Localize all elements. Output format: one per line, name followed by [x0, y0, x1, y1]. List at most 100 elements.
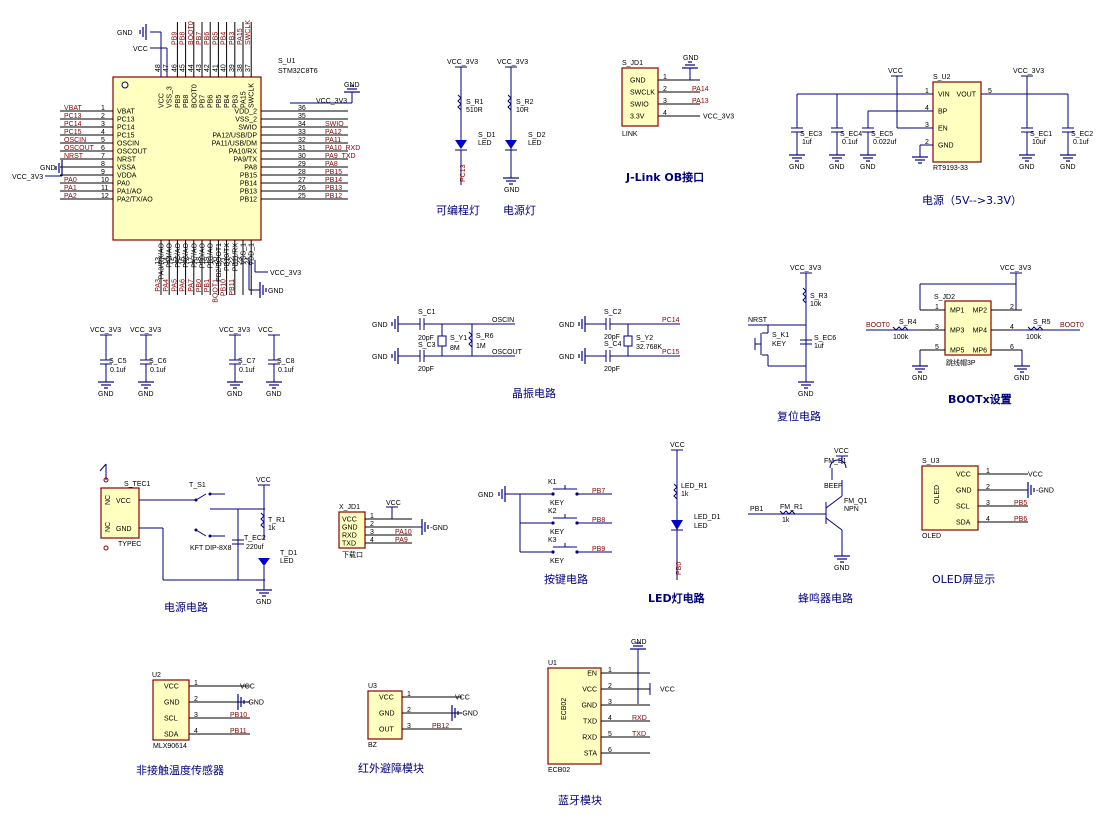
mcu-top-gnd-label: GND	[117, 30, 133, 37]
ir-pin-num: 3	[407, 723, 411, 730]
serial-pin-name: VCC	[342, 517, 357, 524]
pwr-conn-vcc: VCC	[116, 498, 131, 505]
bz-q-val: NPN	[844, 506, 859, 513]
buzzer-circuit: VCC FM_B1 BEEP FM_Q1 NPN GND PB1 FM_R1 1…	[748, 448, 867, 572]
serial-pin-num: 2	[370, 521, 374, 528]
title-jlink: J-Link OB接口	[625, 170, 704, 184]
ldo-cap-val: 0.1uf	[842, 139, 858, 146]
ldo-pin-name: VIN	[938, 92, 950, 99]
jlink-pin-num: 4	[663, 110, 667, 117]
title-led-circuit: LED灯电路	[648, 591, 706, 605]
boot-ref: S_JD2	[934, 294, 955, 301]
jlink-part: LINK	[622, 131, 638, 138]
temp-net: VCC	[240, 684, 255, 691]
mcu-left-pin-name: PC13	[117, 117, 135, 124]
rst-k-val: KEY	[772, 341, 786, 348]
decap-supply: VCC_3V3	[219, 327, 250, 334]
bt-pin-name: TXD	[583, 719, 597, 726]
key-val: KEY	[550, 558, 564, 565]
boot-r4-ref: S_R4	[899, 319, 917, 326]
mcu-left-pin-name: VBAT	[117, 109, 135, 116]
boot-pin-name: MP3	[950, 328, 965, 335]
ldo-cap-gnd: GND	[829, 164, 845, 171]
decap-ref: S_C5	[109, 358, 127, 365]
jlink-pin-num: 1	[663, 74, 667, 81]
decap-gnd: GND	[138, 391, 154, 398]
xt2-net-b: PC15	[662, 349, 680, 356]
mcu-left-pin-num: 6	[101, 145, 105, 152]
mcu-top-net: PB9	[171, 32, 178, 45]
crystal-8m: GND S_C1 20pF GND S_C3 20pF S_Y1 8M S_R6…	[372, 309, 523, 373]
rst-r-ref: S_R3	[810, 293, 828, 300]
ldo-out: VCC_3V3	[1013, 68, 1044, 75]
mcu-left-pin-name: VDDA	[117, 173, 137, 180]
mcu-ref: S_U1	[278, 58, 296, 65]
mcu-top-pin-num: 40	[221, 64, 228, 72]
serial-net: VCC	[386, 500, 401, 507]
mcu-left-pin-num: 7	[101, 153, 105, 160]
ldo-cap-ref: S_EC2	[1071, 131, 1093, 138]
serial-pin-num: 3	[370, 529, 374, 536]
jlink-pin-num: 3	[663, 98, 667, 105]
mcu-right-pin-name: PB14	[240, 181, 257, 188]
ldo-part: RT9193-33	[933, 165, 968, 172]
mcu-bottom-pin-num: 16	[180, 257, 187, 265]
title-prog-led: 可编程灯	[436, 203, 480, 217]
key-val: KEY	[550, 500, 564, 507]
mcu-right-pin-name: PB15	[240, 173, 257, 180]
serial-net: -GND	[430, 525, 448, 532]
decap-ref: S_C7	[238, 358, 256, 365]
mcu-top-net: BOOT0	[188, 21, 195, 45]
mcu-right-net: PA11	[325, 137, 341, 144]
mcu-bottom-pin-name: PB11/RX	[232, 243, 239, 272]
mcu-bottom-pin-num: 21	[221, 257, 228, 265]
mcu-bottom-net: PA5	[171, 279, 178, 292]
jlink-ref: S_JD1	[622, 60, 643, 67]
xt2-c2-ref: S_C2	[604, 309, 622, 316]
bt-pin-num: 3	[608, 699, 612, 706]
boot-supply: VCC_3V3	[1000, 265, 1031, 272]
mcu-left-pin-num: 8	[101, 161, 105, 168]
mcu-left-net: PA1	[64, 185, 77, 192]
mcu-top-pin-name: PB4	[224, 95, 231, 108]
mcu-left-pin-num: 1	[101, 105, 105, 112]
decoupling-caps: VCC_3V3GNDS_C50.1ufVCC_3V3GNDS_C60.1ufVC…	[90, 327, 295, 398]
mcu-right-net: PA9_TXD	[325, 153, 356, 160]
mcu-top-pin-num: 38	[237, 64, 244, 72]
mcu-right-pin-num: 31	[298, 145, 306, 152]
mcu-bottom-pin-num: 20	[212, 257, 219, 265]
mcu-left-pin-name: OSCOUT	[117, 149, 148, 156]
serial-pin-name: GND	[342, 525, 358, 532]
mcu-top-pin-name: BOOT0	[191, 84, 198, 108]
temp-net: PB10	[230, 712, 247, 719]
title-keys: 按键电路	[544, 572, 588, 586]
mcu-top-net: PB6	[204, 32, 211, 45]
mcu-bottom-pin-num: 17	[188, 257, 195, 265]
mcu-top-net: PB7	[196, 32, 203, 45]
mcu-left-pin-name: PC14	[117, 125, 135, 132]
temp-pin-num: 4	[194, 728, 198, 735]
mcu-bottom-pin-name: PA4/AO	[167, 242, 174, 267]
jlink-net: PA13	[692, 98, 709, 105]
bt-body	[547, 667, 602, 765]
ldo-cap-val: 1uf	[802, 139, 812, 146]
ledc-supply: VCC	[670, 442, 685, 449]
mcu-bottom-pin-num: 22	[229, 257, 236, 265]
mcu-left-pin-num: 9	[101, 169, 105, 176]
decap-gnd: GND	[266, 391, 282, 398]
xt1-c1-ref: S_C1	[418, 309, 436, 316]
mcu-bottom-pin-name: VDD_1	[249, 243, 256, 266]
serial-net: PA9	[395, 537, 408, 544]
mcu-right-gnd-label: GND	[344, 82, 360, 89]
serial-pin-name: TXD	[342, 541, 356, 548]
mcu-bottom-net: PA7	[188, 279, 195, 292]
decap-ref: S_C6	[149, 358, 167, 365]
temp-pin-name: SDA	[164, 732, 179, 739]
boot-pin-num: 2	[1010, 304, 1014, 311]
ledc-d-ref: LED_D1	[694, 514, 721, 521]
ldo-ref: S_U2	[933, 74, 951, 81]
boot-pin-name: MP4	[973, 328, 988, 335]
mcu-left-pin-name: NRST	[117, 157, 137, 164]
